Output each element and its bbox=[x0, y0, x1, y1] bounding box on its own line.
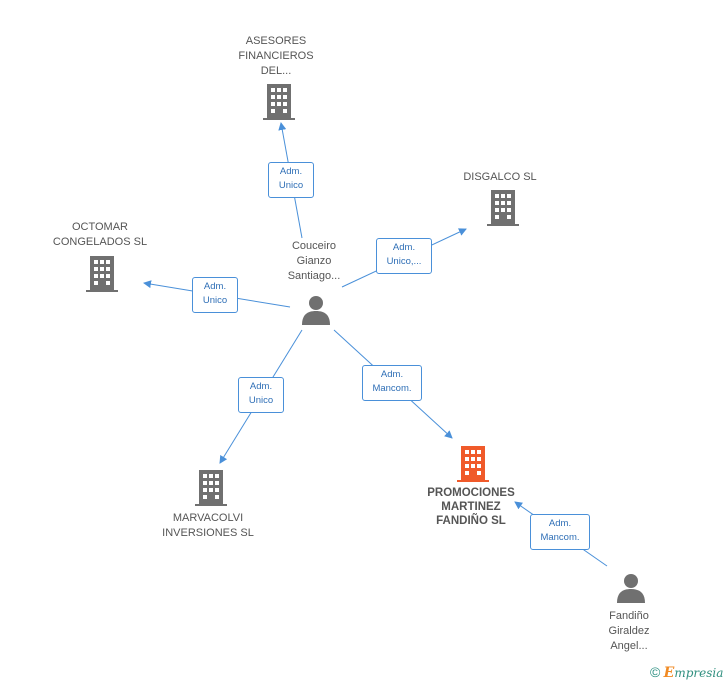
node-label-line: Fandiño bbox=[609, 610, 649, 622]
node-label-line: PROMOCIONES bbox=[427, 487, 515, 499]
node-label-line: OCTOMAR bbox=[71, 221, 129, 233]
node-label-octomar: OCTOMAR CONGELADOS SL bbox=[40, 220, 160, 250]
node-label-asesores: ASESORES FINANCIEROS DEL... bbox=[226, 34, 326, 79]
edge-label-to-promociones[interactable]: Adm. Mancom. bbox=[362, 365, 422, 401]
edge-label-line: Adm. bbox=[203, 281, 227, 292]
building-icon[interactable] bbox=[487, 190, 519, 226]
node-label-couceiro: Couceiro Gianzo Santiago... bbox=[264, 239, 364, 284]
main-building-icon[interactable] bbox=[457, 446, 489, 482]
edge-label-line: Adm. bbox=[249, 381, 273, 392]
node-label-line: DISGALCO SL bbox=[463, 171, 537, 183]
node-label-disgalco: DISGALCO SL bbox=[450, 170, 550, 185]
edge-label-line: Adm. bbox=[548, 518, 572, 529]
edge-label-to-octomar[interactable]: Adm. Unico bbox=[192, 277, 238, 313]
building-icon[interactable] bbox=[263, 84, 295, 120]
node-label-line: Gianzo bbox=[296, 255, 332, 267]
edge-label-fandino-to-promociones[interactable]: Adm. Mancom. bbox=[530, 514, 590, 550]
edge-label-line: Adm. bbox=[279, 166, 303, 177]
brand-logo: Empresia bbox=[663, 665, 724, 681]
node-label-line: ASESORES bbox=[245, 35, 307, 47]
edge-label-line: Unico,... bbox=[386, 256, 422, 267]
edge-label-line: Mancom. bbox=[372, 383, 412, 394]
node-label-line: Angel... bbox=[610, 640, 648, 652]
node-label-line: MARTINEZ bbox=[441, 501, 501, 513]
footer-brand: © Empresia bbox=[650, 664, 723, 681]
person-icon[interactable] bbox=[301, 295, 331, 325]
edge-label-to-disgalco[interactable]: Adm. Unico,... bbox=[376, 238, 432, 274]
node-label-line: FANDIÑO SL bbox=[436, 515, 506, 527]
copyright-icon: © bbox=[650, 664, 661, 680]
edge-label-line: Unico bbox=[278, 180, 304, 191]
node-label-line: Santiago... bbox=[287, 270, 341, 282]
edge-label-line: Adm. bbox=[392, 242, 416, 253]
brand-initial: E bbox=[663, 665, 675, 681]
edge-label-to-asesores[interactable]: Adm. Unico bbox=[268, 162, 314, 198]
building-icon[interactable] bbox=[86, 256, 118, 292]
node-label-line: INVERSIONES SL bbox=[162, 527, 254, 539]
node-label-promociones: PROMOCIONES MARTINEZ FANDIÑO SL bbox=[416, 486, 526, 528]
node-label-line: CONGELADOS SL bbox=[52, 236, 148, 248]
node-label-line: Couceiro bbox=[291, 240, 337, 252]
edge-label-to-marvacolvi[interactable]: Adm. Unico bbox=[238, 377, 284, 413]
node-label-line: FINANCIEROS bbox=[238, 50, 314, 62]
edge-label-line: Adm. bbox=[380, 369, 404, 380]
building-icon[interactable] bbox=[195, 470, 227, 506]
brand-rest: mpresia bbox=[674, 666, 724, 680]
edge-label-line: Unico bbox=[248, 395, 274, 406]
person-icon[interactable] bbox=[616, 573, 646, 603]
edge-label-line: Unico bbox=[202, 295, 228, 306]
node-label-marvacolvi: MARVACOLVI INVERSIONES SL bbox=[148, 511, 268, 541]
node-label-line: Giraldez bbox=[608, 625, 650, 637]
node-label-line: MARVACOLVI bbox=[172, 512, 244, 524]
node-label-fandino: Fandiño Giraldez Angel... bbox=[584, 609, 674, 654]
node-label-line: DEL... bbox=[260, 65, 292, 77]
edge-label-line: Mancom. bbox=[540, 532, 580, 543]
